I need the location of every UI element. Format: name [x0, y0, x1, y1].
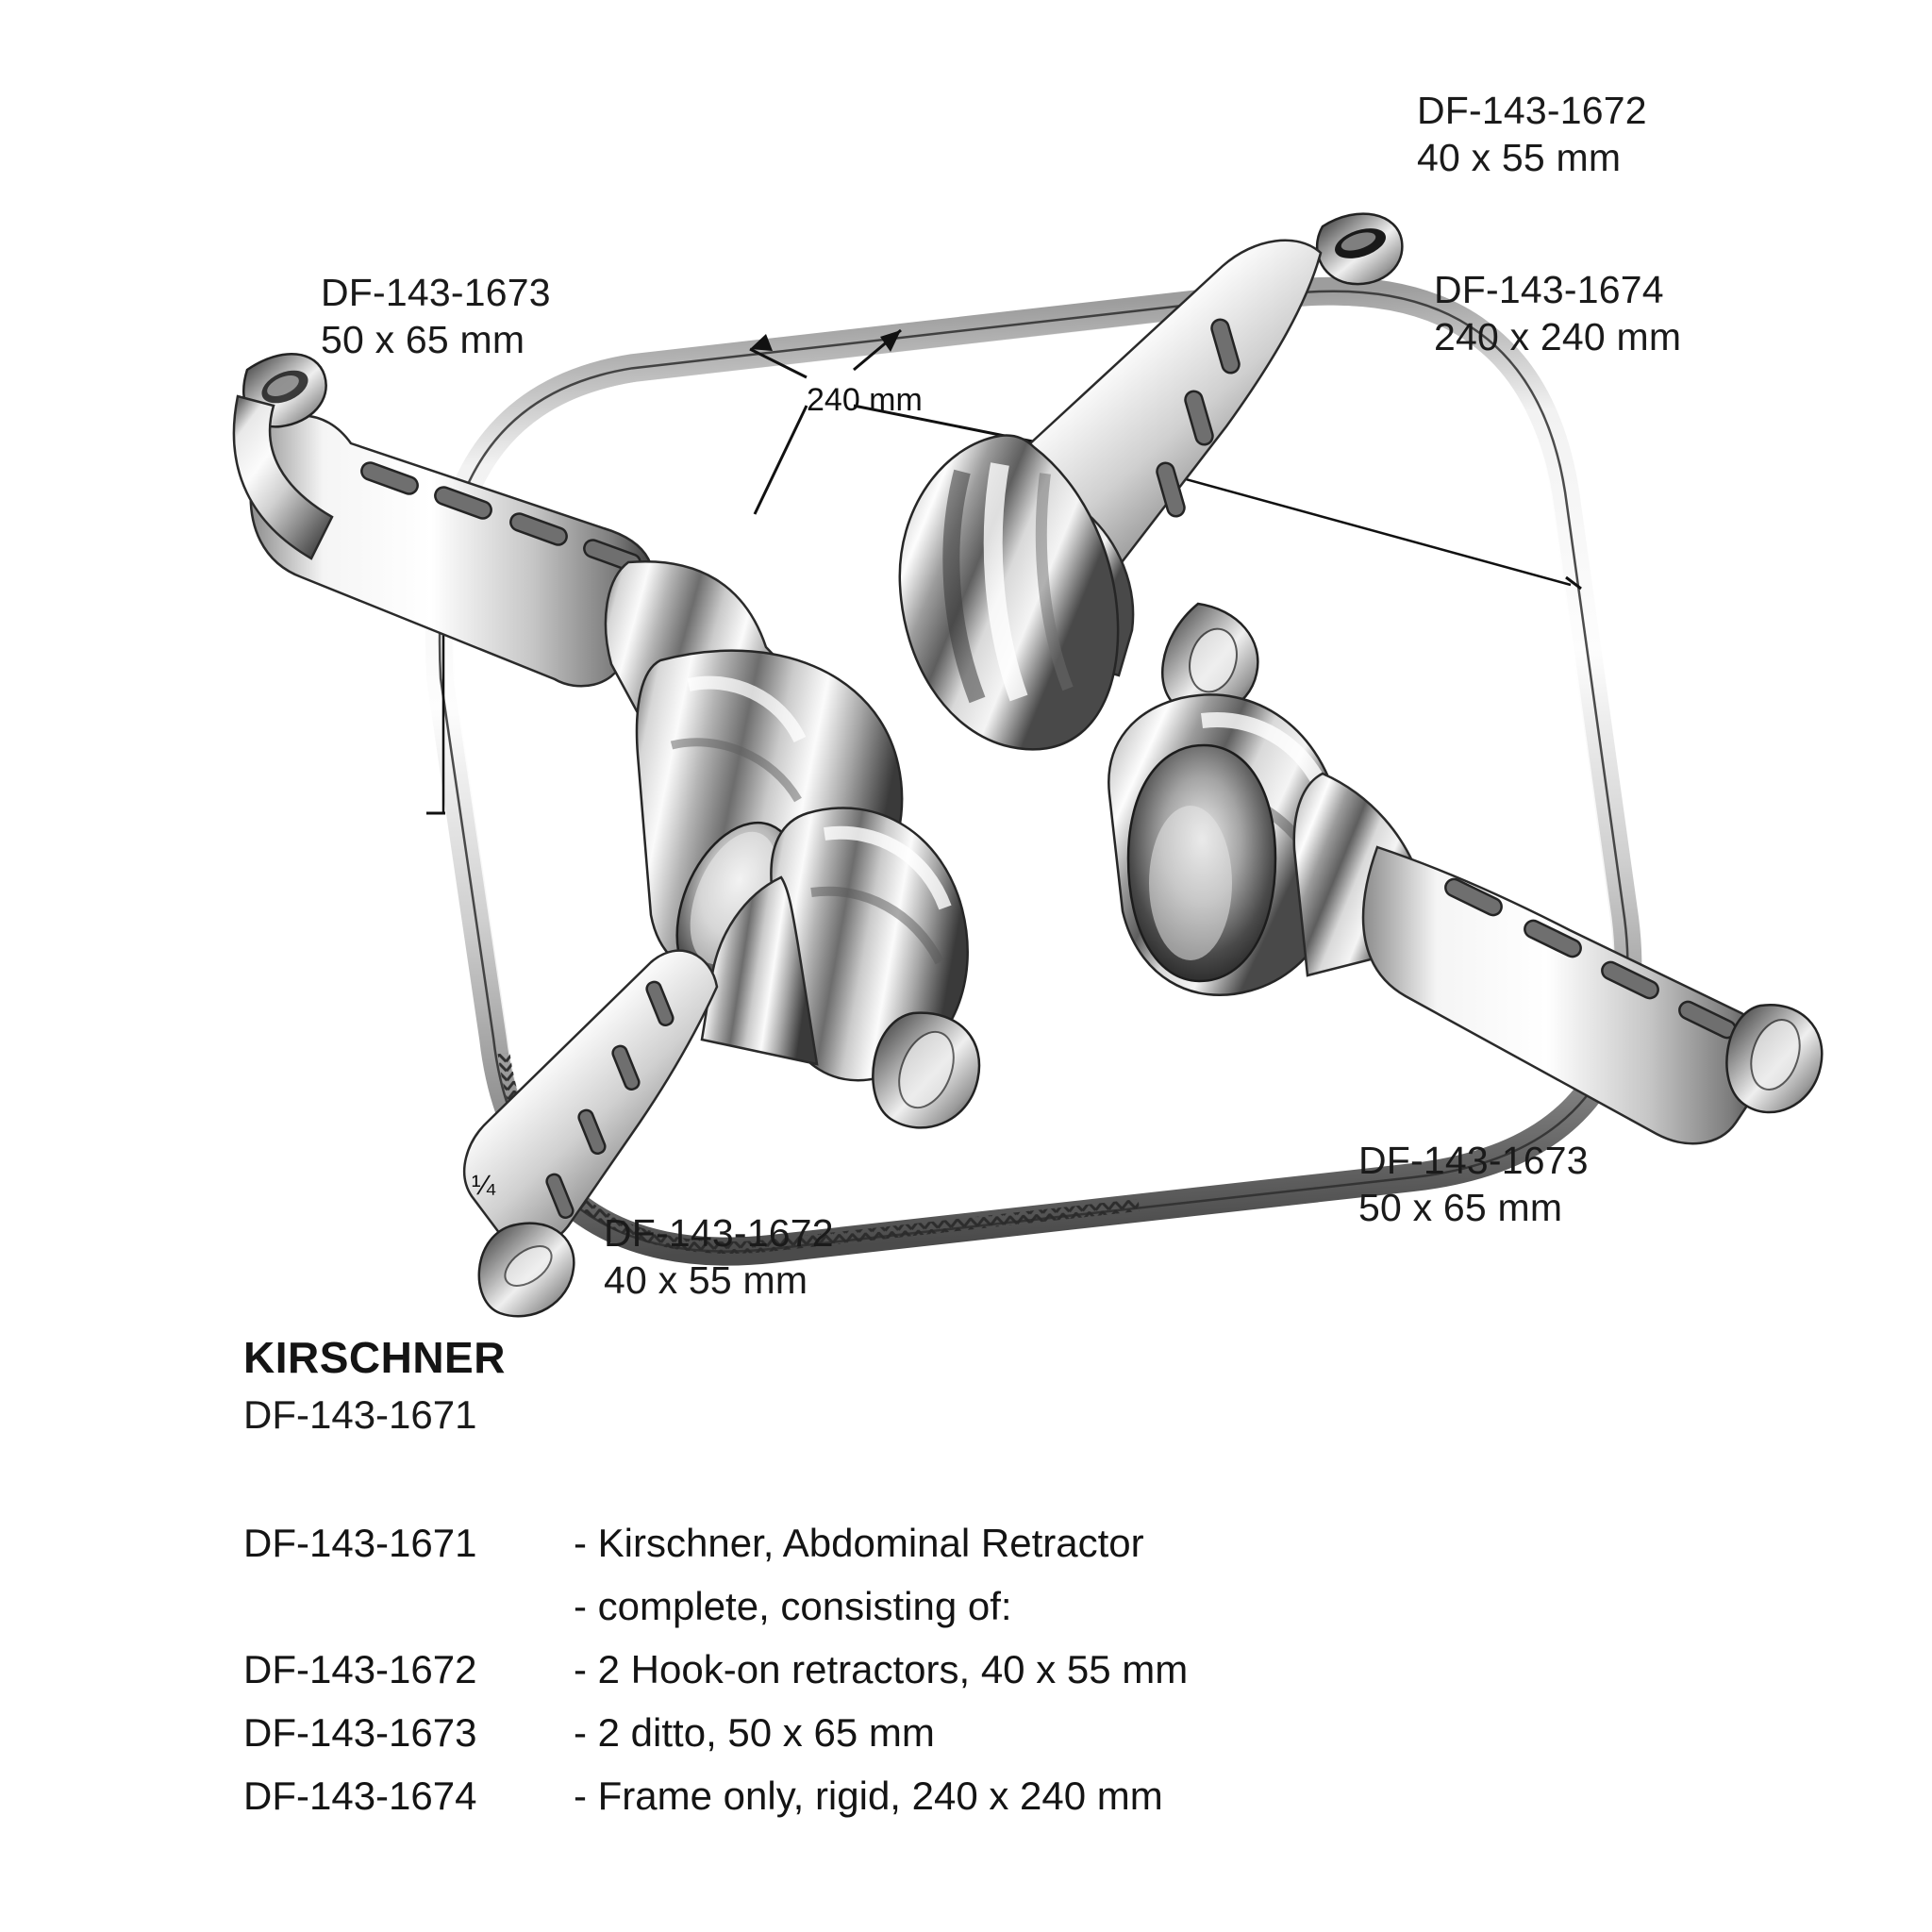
callout-size: 40 x 55 mm: [1417, 136, 1622, 180]
blade-rolled-tip: [477, 1222, 575, 1318]
arm-slots: [545, 980, 675, 1220]
scale-fraction: ¼: [472, 1170, 496, 1201]
dimension-annotations: [426, 328, 1582, 815]
table-row: DF-143-1671 - Kirschner, Abdominal Retra…: [243, 1521, 1188, 1584]
row-code: DF-143-1673: [243, 1710, 477, 1755]
blade-neck: [987, 501, 1135, 677]
row-text: - Kirschner, Abdominal Retractor: [574, 1521, 1144, 1565]
product-name: KIRSCHNER: [243, 1333, 506, 1382]
blade-arm: [1361, 845, 1773, 1145]
blade-cup-opening: [1126, 743, 1277, 983]
row-code: DF-143-1674: [243, 1774, 477, 1818]
table-row: DF-143-1672 - 2 Hook-on retractors, 40 x…: [243, 1647, 1188, 1710]
callout-size: 50 x 65 mm: [1358, 1186, 1563, 1230]
row-text: - 2 ditto, 50 x 65 mm: [574, 1710, 935, 1755]
callout-code: DF-143-1673: [321, 271, 551, 314]
callout-top-right-1672: DF-143-1672 40 x 55 mm: [1417, 87, 1647, 181]
blade-cup: [635, 649, 904, 978]
blade-neck: [604, 560, 820, 757]
blade-neck: [700, 875, 819, 1066]
frame-outline: [438, 290, 1629, 1253]
arm-slots: [360, 461, 641, 573]
blade-cup: [770, 807, 969, 1082]
row-code: DF-143-1671: [243, 1521, 477, 1565]
dimension-label-240mm: 240 mm: [807, 382, 923, 418]
table-row: - complete, consisting of:: [243, 1584, 1188, 1647]
frame-inner-highlight: [452, 305, 1615, 1238]
blade-cup: [1108, 693, 1345, 996]
blade-rolled-tip: [1315, 212, 1404, 286]
blade-cup: [898, 434, 1120, 751]
row-code: [243, 1584, 574, 1647]
callout-bottom-left-1672: DF-143-1672 40 x 55 mm: [604, 1209, 834, 1304]
row-text: - complete, consisting of:: [574, 1584, 1012, 1628]
callout-size: 40 x 55 mm: [604, 1258, 808, 1303]
blade-rolled-tip: [1725, 1003, 1824, 1114]
callout-size: 50 x 65 mm: [321, 318, 525, 362]
callout-bottom-right-1673: DF-143-1673 50 x 65 mm: [1358, 1137, 1589, 1231]
callout-size: 240 x 240 mm: [1434, 315, 1682, 359]
callout-code: DF-143-1673: [1358, 1139, 1589, 1182]
blade-cup-opening: [675, 821, 800, 994]
row-text: - 2 Hook-on retractors, 40 x 55 mm: [574, 1647, 1189, 1691]
arm-slots: [1444, 877, 1737, 1040]
callout-top-left-1673: DF-143-1673 50 x 65 mm: [321, 269, 551, 363]
frame-band: [425, 276, 1642, 1266]
blade-arm: [463, 949, 719, 1249]
description-table: DF-143-1671 - Kirschner, Abdominal Retra…: [243, 1521, 1188, 1837]
product-code: DF-143-1671: [243, 1392, 477, 1437]
callout-code: DF-143-1672: [1417, 89, 1647, 132]
product-heading: KIRSCHNER DF-143-1671: [243, 1332, 506, 1438]
retractor-blade-upper-left: [232, 353, 904, 994]
callout-code: DF-143-1674: [1434, 268, 1664, 311]
table-row: DF-143-1674 - Frame only, rigid, 240 x 2…: [243, 1774, 1188, 1837]
blade-rolled-tip: [242, 353, 327, 428]
blade-bottom-lip: [1161, 602, 1259, 716]
blade-arm: [996, 239, 1323, 593]
row-text: - Frame only, rigid, 240 x 240 mm: [574, 1774, 1163, 1818]
blade-arm: [249, 414, 655, 688]
callout-code: DF-143-1672: [604, 1211, 834, 1255]
arm-slots: [1156, 318, 1241, 518]
table-row: DF-143-1673 - 2 ditto, 50 x 65 mm: [243, 1710, 1188, 1774]
callout-top-right-1674: DF-143-1674 240 x 240 mm: [1434, 266, 1681, 360]
row-code: DF-143-1672: [243, 1647, 477, 1691]
blade-neck: [1292, 772, 1436, 977]
retractor-blade-upper-right: [898, 212, 1404, 751]
retractor-blade-lower-right: [1108, 693, 1824, 1145]
